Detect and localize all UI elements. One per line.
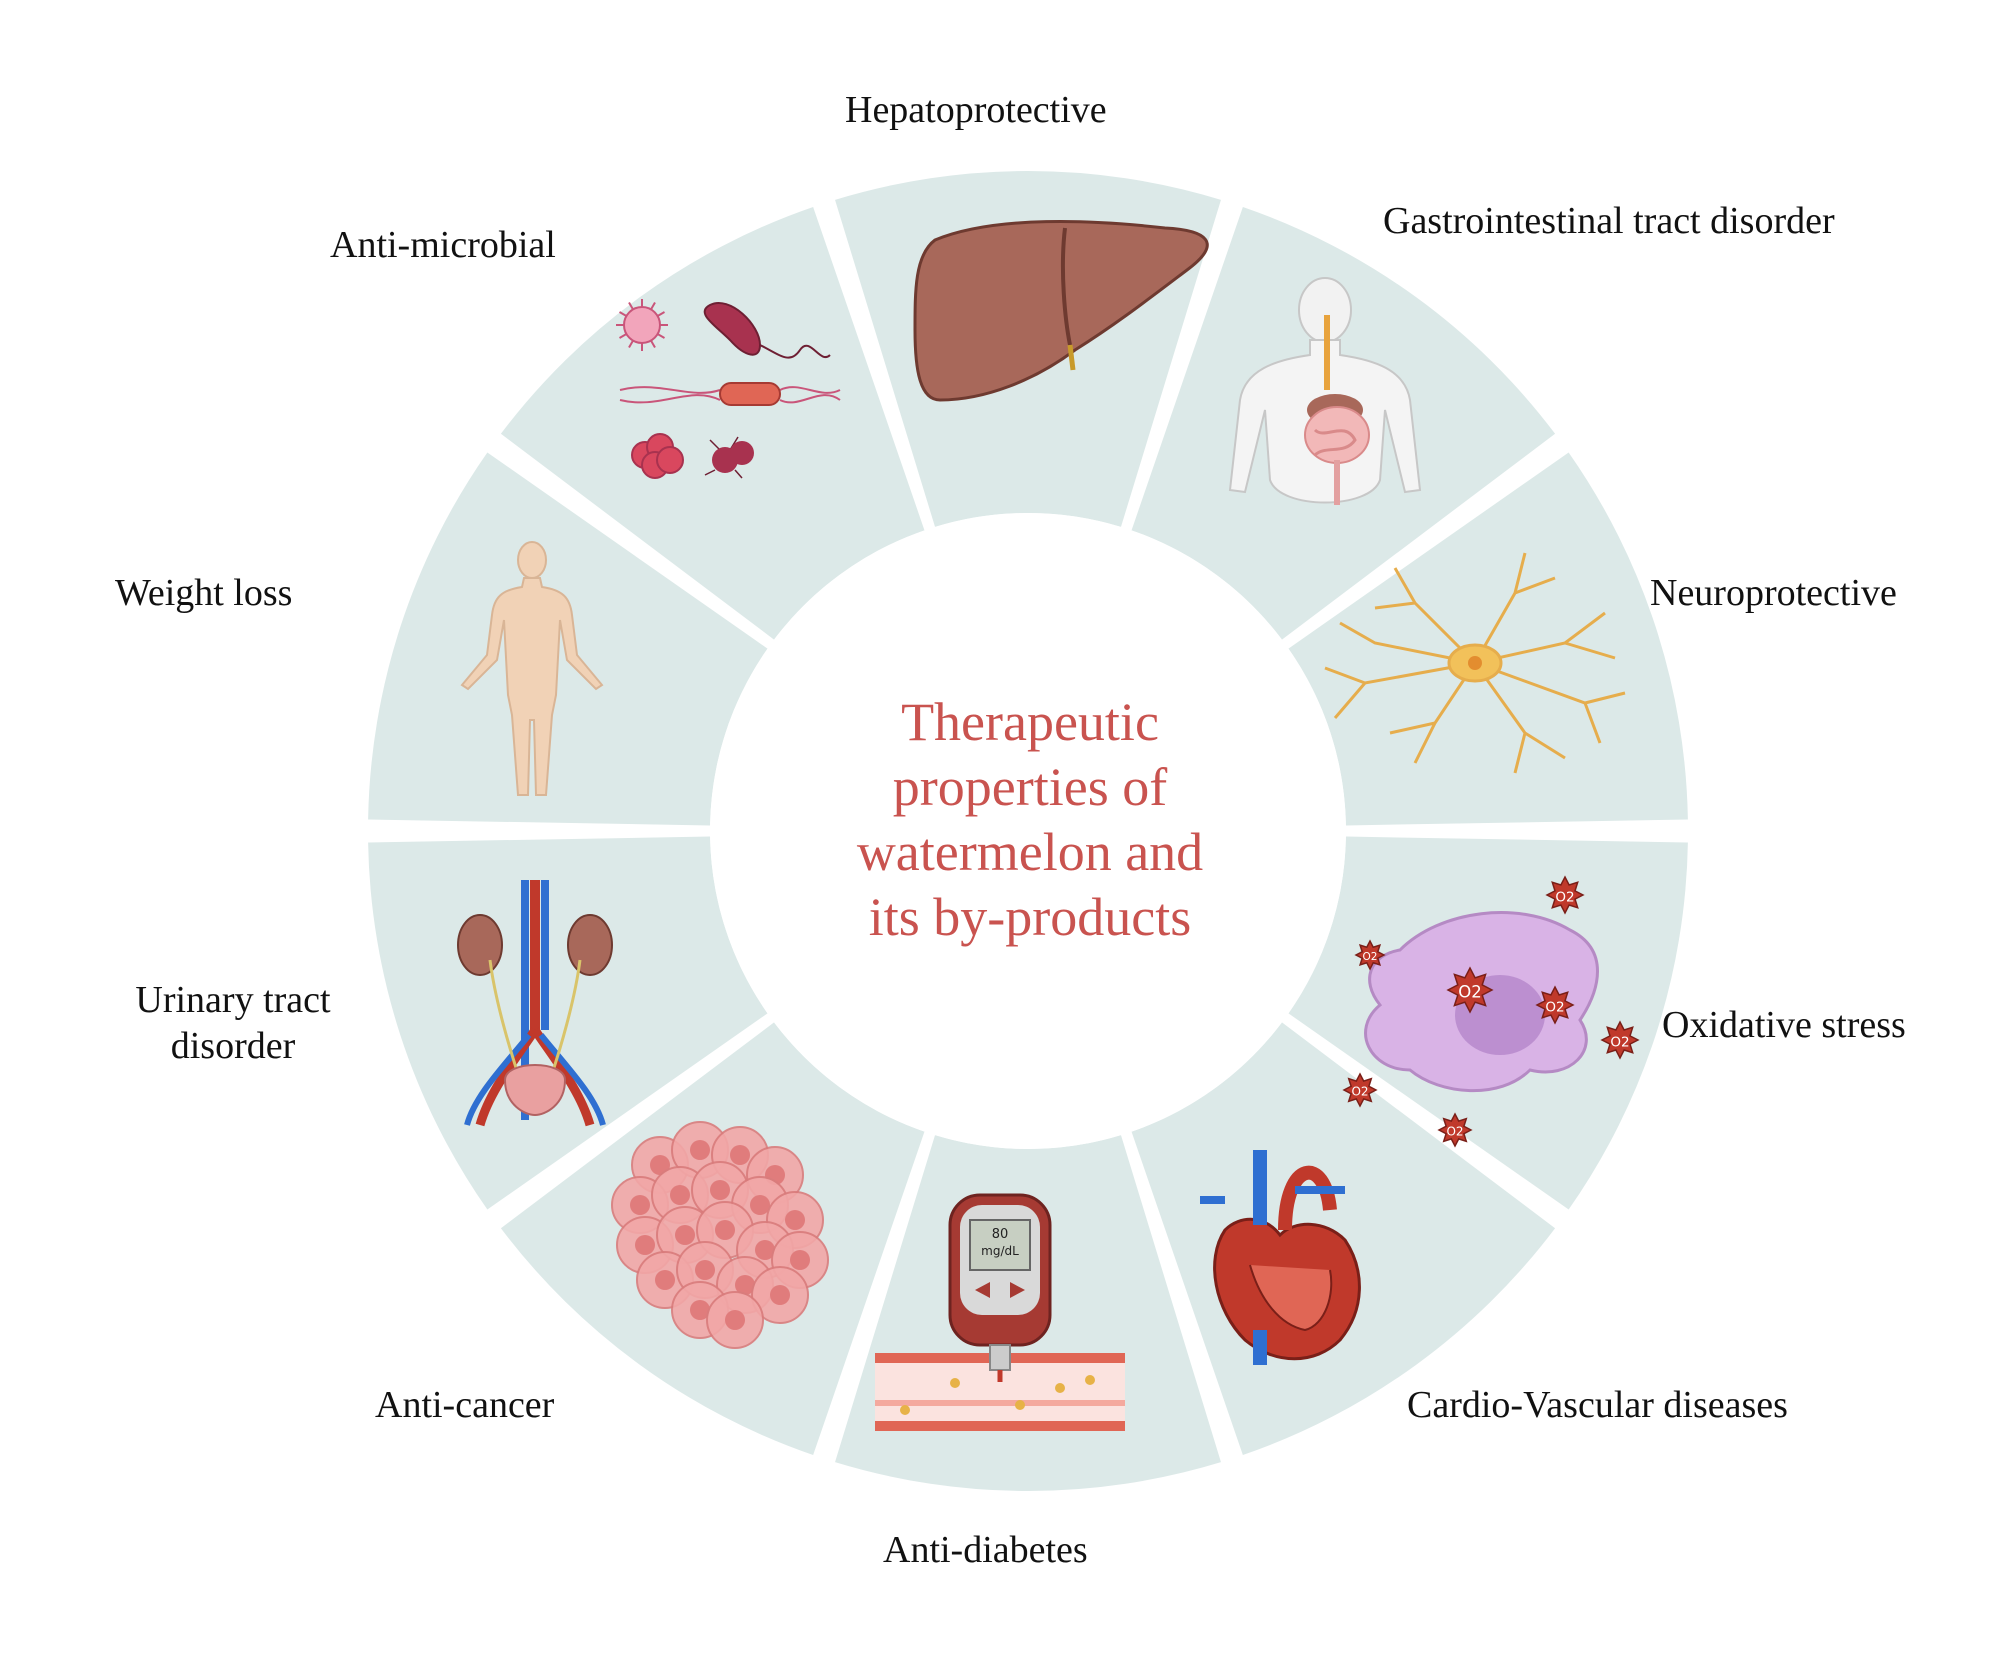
svg-text:O2: O2 [1363, 951, 1378, 963]
digestive-system-icon [1228, 277, 1422, 505]
center-title-line-2: properties of [892, 757, 1168, 817]
label-weight-loss: Weight loss [115, 572, 293, 614]
svg-text:O2: O2 [1545, 999, 1564, 1015]
urinary-system-icon [457, 880, 613, 1127]
label-urinary-tract-line-2: disorder [170, 1025, 296, 1067]
label-oxidative-stress: Oxidative stress [1662, 1004, 1906, 1046]
label-anti-cancer: Anti-cancer [375, 1384, 555, 1426]
label-urinary-tract: Urinary tract disorder [118, 977, 348, 1069]
label-anti-microbial: Anti-microbial [330, 224, 556, 266]
o2-badge-icon: O2 [1600, 1020, 1640, 1060]
human-body-icon [460, 541, 604, 796]
o2-badge-icon: O2 [1342, 1072, 1378, 1108]
label-cardio-vascular: Cardio-Vascular diseases [1407, 1384, 1788, 1426]
neuron-icon [1324, 552, 1626, 774]
liver-icon [913, 219, 1209, 402]
glucometer-reading: 80 [992, 1227, 1009, 1242]
center-disc [710, 513, 1346, 1149]
center-title-line-3: watermelon and [856, 822, 1204, 882]
o2-badge-icon: O2 [1354, 939, 1386, 971]
svg-text:O2: O2 [1555, 889, 1574, 905]
glucometer-unit: mg/dL [981, 1244, 1019, 1258]
o2-badge-icon: O2 [1446, 966, 1494, 1014]
label-hepatoprotective: Hepatoprotective [845, 89, 1107, 131]
svg-text:O2: O2 [1458, 983, 1482, 1002]
heart-icon [1200, 1150, 1361, 1365]
center-title-line-1: Therapeutic [901, 692, 1159, 752]
o2-badge-icon: O2 [1535, 985, 1575, 1025]
svg-text:O2: O2 [1351, 1085, 1368, 1099]
svg-text:O2: O2 [1446, 1125, 1463, 1139]
center-title: Therapeutic properties of watermelon and… [770, 690, 1290, 950]
label-gastrointestinal: Gastrointestinal tract disorder [1383, 200, 1835, 242]
tumor-cells-icon [611, 1121, 829, 1349]
label-anti-diabetes: Anti-diabetes [883, 1529, 1088, 1571]
segment-9 [500, 206, 925, 640]
label-neuroprotective: Neuroprotective [1650, 572, 1897, 614]
microbes-icon [616, 299, 841, 479]
svg-text:O2: O2 [1610, 1034, 1629, 1050]
o2-badge-icon: O2 [1545, 875, 1585, 915]
center-title-line-4: its by-products [868, 887, 1192, 947]
o2-badge-icon: O2 [1437, 1112, 1473, 1148]
glucometer-icon: 80 mg/dL [875, 1193, 1125, 1431]
label-urinary-tract-line-1: Urinary tract [135, 979, 331, 1021]
